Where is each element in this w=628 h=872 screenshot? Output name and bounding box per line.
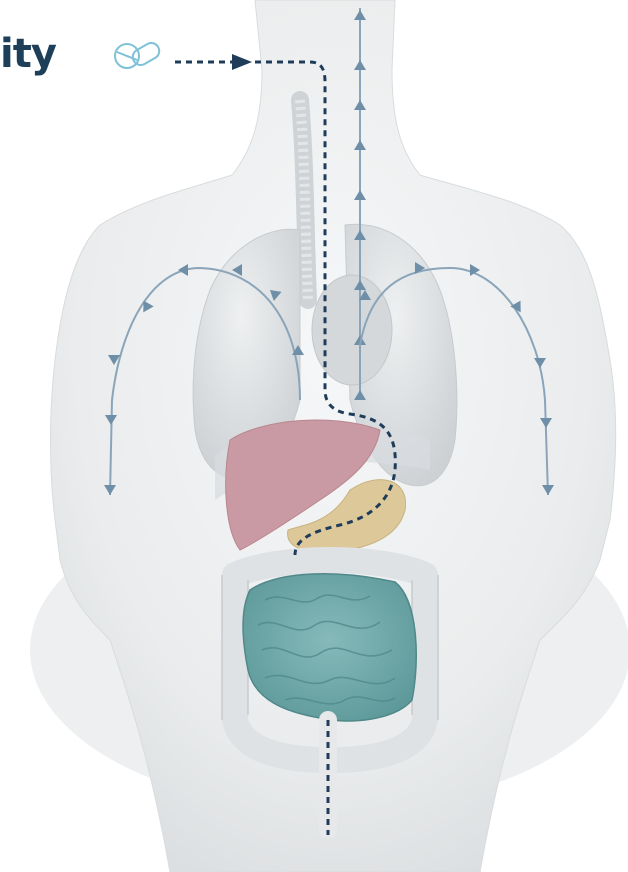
pathway-arrowhead (232, 54, 252, 70)
pill-icon (115, 40, 162, 68)
